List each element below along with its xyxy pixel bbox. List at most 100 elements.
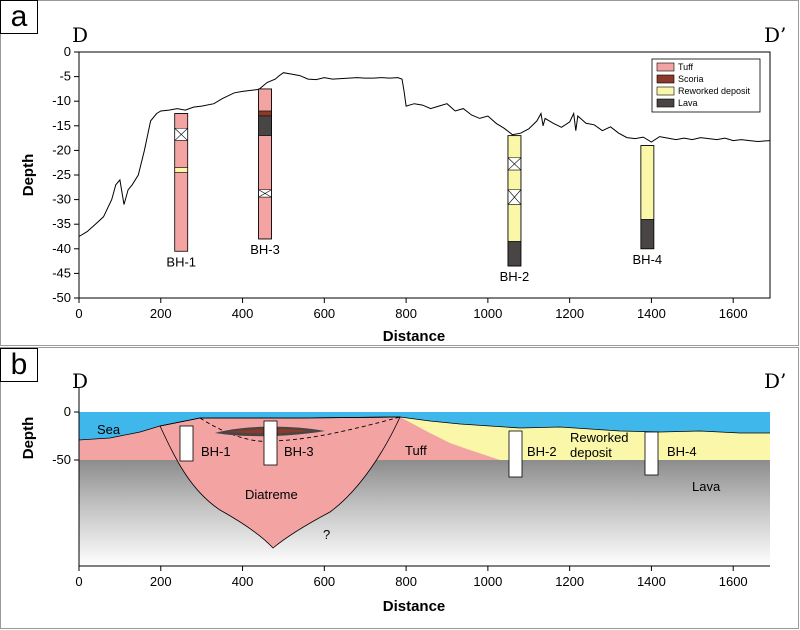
panel-a-left-end-label: D: [72, 23, 88, 47]
panel-b-x-axis-title: Distance: [383, 598, 446, 615]
borehole-layer-tuff: [258, 196, 272, 240]
panel-a-tag: a: [0, 0, 38, 34]
borehole-layer-lava: [258, 115, 272, 136]
borehole-outline: [258, 88, 272, 240]
panel-b-section: BH-1 BH-3 BH-2 BH-4 Sea Tuff Diatreme ? …: [20, 369, 786, 615]
legend-label-lava: Lava: [678, 98, 698, 108]
borehole-layer-reworked-deposit: [507, 204, 522, 242]
panel-b-y-tick-label: -50: [52, 452, 71, 467]
legend-label-scoria: Scoria: [678, 74, 704, 84]
borehole-bh-2: BH-2: [500, 135, 530, 284]
borehole-bh-1: BH-1: [166, 113, 196, 269]
panel-a-x-tick-label: 1400: [637, 306, 666, 321]
borehole-layer-lava: [640, 219, 655, 250]
lava-unit: [79, 460, 770, 566]
bh-3-column: [263, 420, 278, 466]
panel-b-x-tick-label: 1200: [555, 574, 584, 589]
panel-a-frame: [0, 0, 799, 346]
diatreme-unit: [159, 416, 401, 549]
borehole-label-bh-4: BH-4: [633, 252, 663, 267]
sea-label: Sea: [97, 422, 121, 437]
seafloor-profile-line: [78, 72, 771, 237]
legend-label-reworked-deposit: Reworked deposit: [678, 86, 751, 96]
panel-b-x-tick-label: 200: [150, 574, 172, 589]
panel-a-y-tick-label: -25: [52, 167, 71, 182]
panel-a-x-tick-label: 0: [75, 306, 82, 321]
panel-a-x-tick-label: 1000: [473, 306, 502, 321]
borehole-label-bh-3: BH-3: [250, 242, 280, 257]
borehole-layer-reworked-deposit: [174, 167, 188, 173]
borehole-layer-scoria: [258, 110, 272, 117]
panel-a-boreholes: BH-1 BH-3BH-2 BH-4: [166, 88, 663, 284]
bh-2-section-label: BH-2: [527, 444, 557, 459]
lava-label: Lava: [692, 479, 721, 494]
panel-a-x-tick-label: 400: [232, 306, 254, 321]
bh-4-section-label: BH-4: [667, 444, 697, 459]
panel-a-x-axis-title: Distance: [383, 328, 446, 345]
legend-swatch-scoria: [656, 74, 675, 84]
panel-a-y-tick-label: -35: [52, 216, 71, 231]
unknown-depth-label: ?: [323, 527, 330, 542]
reworked-deposit-unit: [400, 417, 770, 460]
borehole-outline: [640, 145, 655, 250]
panel-a-y-tick-label: -5: [59, 69, 71, 84]
panel-b-x-tick-label: 1000: [473, 574, 502, 589]
borehole-label-bh-1: BH-1: [166, 254, 196, 269]
bh-1-section-label: BH-1: [201, 444, 231, 459]
panel-b-x-tick-label: 400: [232, 574, 254, 589]
panel-b-x-tick-label: 0: [75, 574, 82, 589]
borehole-layer-reworked-deposit: [507, 135, 522, 159]
panel-b-right-end-label: D’: [764, 369, 786, 393]
panel-a-y-tick-label: -10: [52, 93, 71, 108]
panel-a-y-tick-label: -15: [52, 118, 71, 133]
legend-swatch-reworked-deposit: [656, 86, 675, 96]
panel-b-left-end-label: D: [72, 369, 88, 393]
tuff-unit-right: [370, 417, 500, 460]
panel-a-x-tick-label: 800: [395, 306, 417, 321]
borehole-label-bh-2: BH-2: [500, 269, 530, 284]
borehole-layer-tuff: [174, 140, 188, 168]
panel-b-x-tick-label: 1400: [637, 574, 666, 589]
panel-b-x-tick-label: 600: [313, 574, 335, 589]
bh-2-column: [508, 430, 523, 478]
borehole-bh-4: BH-4: [633, 145, 663, 267]
borehole-layer-tuff: [174, 172, 188, 252]
panel-a-y-tick-label: -45: [52, 265, 71, 280]
panel-b-frame: [0, 347, 799, 629]
legend-swatch-lava: [656, 98, 675, 108]
panel-a-right-end-label: D’: [764, 23, 786, 47]
panel-b-y-axis-title: Depth: [20, 417, 37, 460]
panel-a-y-tick-label: -40: [52, 241, 71, 256]
panel-a-x-tick-label: 1200: [555, 306, 584, 321]
panel-a-y-tick-label: 0: [64, 44, 71, 59]
borehole-layer-tuff: [174, 113, 188, 129]
legend-swatch-tuff: [656, 62, 675, 72]
bh-3-section-label: BH-3: [284, 444, 314, 459]
bh-4-column: [644, 431, 659, 476]
borehole-layer-reworked-deposit: [640, 145, 655, 220]
borehole-layer-tuff: [258, 88, 272, 112]
borehole-layer-reworked-deposit: [507, 169, 522, 191]
panel-a-x-tick-label: 200: [150, 306, 172, 321]
no-core-mark: [507, 157, 522, 171]
reworked-deposit-label-line1: Reworked: [570, 430, 629, 445]
sea-unit: [79, 412, 770, 440]
no-core-mark: [507, 189, 522, 205]
diatreme-label: Diatreme: [245, 487, 298, 502]
no-core-mark: [174, 128, 188, 141]
borehole-bh-3: BH-3: [250, 88, 280, 257]
no-core-mark: [258, 189, 272, 198]
borehole-outline: [507, 135, 522, 267]
section-surface-line: [78, 412, 770, 441]
borehole-layer-tuff: [258, 135, 272, 191]
panel-a-x-tick-label: 1600: [719, 306, 748, 321]
panel-a-y-tick-label: -20: [52, 142, 71, 157]
panel-b-y-tick-label: 0: [64, 404, 71, 419]
panel-a-y-axis-title: Depth: [20, 154, 37, 197]
panel-a-y-tick-label: -50: [52, 290, 71, 305]
panel-b-x-tick-label: 1600: [719, 574, 748, 589]
